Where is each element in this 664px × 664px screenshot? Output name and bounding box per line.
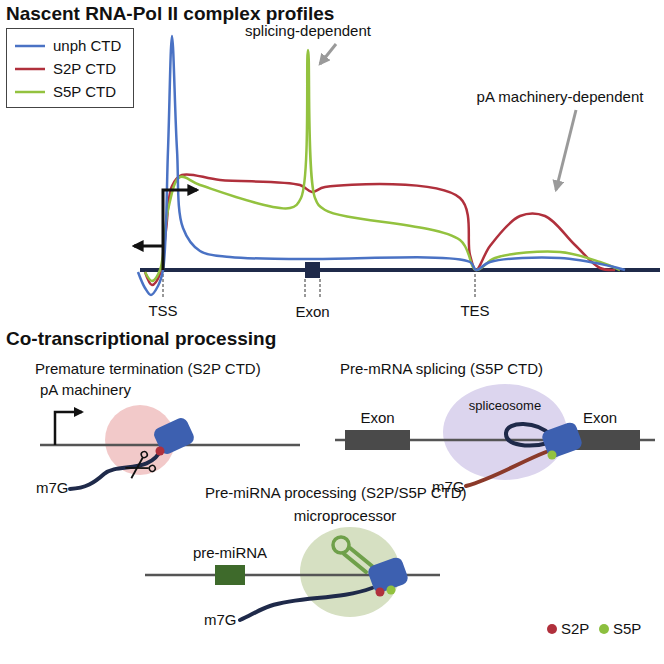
- node-shape: [215, 565, 245, 585]
- position-label: TSS: [148, 302, 177, 319]
- legend-text: S2P CTD: [53, 60, 116, 77]
- panel-title: Premature termination (S2P CTD): [35, 360, 261, 377]
- profile-curve: [138, 36, 625, 295]
- ctd-mark: [376, 588, 385, 597]
- scissor-handle: [140, 450, 148, 458]
- nascent-rna: [466, 452, 546, 486]
- legend-line: [15, 60, 47, 78]
- dna-strand: [145, 574, 215, 577]
- callout-label: pA machinery-dependent: [477, 88, 644, 105]
- position-label: TES: [460, 302, 489, 319]
- legend-dot: [547, 624, 557, 634]
- section-heading: Co-transcriptional processing: [6, 328, 276, 350]
- node-label: Exon: [360, 409, 394, 426]
- node-label: Exon: [583, 409, 617, 426]
- pol-ii: [366, 556, 409, 595]
- pol-ii: [152, 416, 196, 457]
- promoter-arrow: [55, 412, 82, 445]
- nascent-rna: [70, 448, 162, 489]
- pre-mirna-box: pre-miRNA: [215, 565, 245, 585]
- guide-line: [475, 274, 476, 299]
- legend-text: S5P: [613, 620, 641, 637]
- legend-text: unph CTD: [53, 37, 121, 54]
- antisense-arrow: [134, 245, 163, 248]
- legend-line-sample: [15, 68, 45, 71]
- dna-strand: [410, 439, 560, 442]
- legend-swatch: [546, 620, 558, 638]
- nascent-rna: [344, 554, 366, 572]
- node-shape: [345, 430, 410, 450]
- scissor-blade: [125, 458, 148, 478]
- gene-axis: [140, 268, 305, 272]
- ctd-mark: [156, 447, 165, 456]
- guide-line: [320, 279, 321, 299]
- node-label: pA machinery: [40, 381, 131, 398]
- exon-box: Exon: [305, 262, 320, 278]
- panel-title: Pre-mRNA splicing (S5P CTD): [340, 360, 543, 377]
- legend-swatch: [598, 620, 610, 638]
- legend-box: unph CTD S2P CTD S5P CTD: [6, 28, 134, 108]
- dna-strand: [245, 574, 440, 577]
- profile-curve: [145, 50, 620, 281]
- legend-text: S2P: [561, 620, 589, 637]
- legend-line: [15, 37, 47, 55]
- legend-line-sample: [15, 45, 45, 48]
- node-label: microprocessor: [294, 507, 397, 524]
- node-fill: [345, 430, 410, 450]
- scissors-symbol: [123, 450, 157, 482]
- exon-box: Exon: [345, 430, 410, 450]
- scissor-blade: [125, 458, 148, 478]
- legend-line: [15, 83, 47, 101]
- title: Nascent RNA-Pol II complex profiles: [6, 3, 334, 25]
- guide-line: [163, 274, 164, 299]
- tss-arrow: [163, 190, 197, 270]
- node-fill: [305, 262, 320, 278]
- hairpin-loop: [333, 537, 349, 553]
- node-label: spliceosome: [469, 399, 541, 414]
- node-fill: [215, 565, 245, 585]
- node-label: Exon: [295, 303, 329, 320]
- legend-line-sample: [15, 91, 45, 94]
- legend-text: S5P CTD: [53, 83, 116, 100]
- ctd-mark: [387, 586, 396, 595]
- nascent-rna: [240, 588, 372, 620]
- legend-dot: [599, 624, 609, 634]
- dna-strand: [640, 439, 655, 442]
- callout-arrow: [556, 110, 576, 190]
- pol-ii: [540, 421, 583, 460]
- node-label: pre-miRNA: [193, 544, 267, 561]
- cap-label: m7G: [204, 611, 237, 628]
- guide-line: [305, 279, 306, 299]
- ctd-mark: [548, 451, 557, 460]
- dna-strand: [335, 439, 345, 442]
- panel-title: Pre-miRNA processing (S2P/S5P CTD): [205, 484, 466, 501]
- callout-label: splicing-dependent: [245, 22, 371, 39]
- node-shape: [305, 262, 320, 278]
- cap-label: m7G: [36, 479, 69, 496]
- scissor-handle: [148, 464, 156, 472]
- callout-arrow: [320, 44, 336, 64]
